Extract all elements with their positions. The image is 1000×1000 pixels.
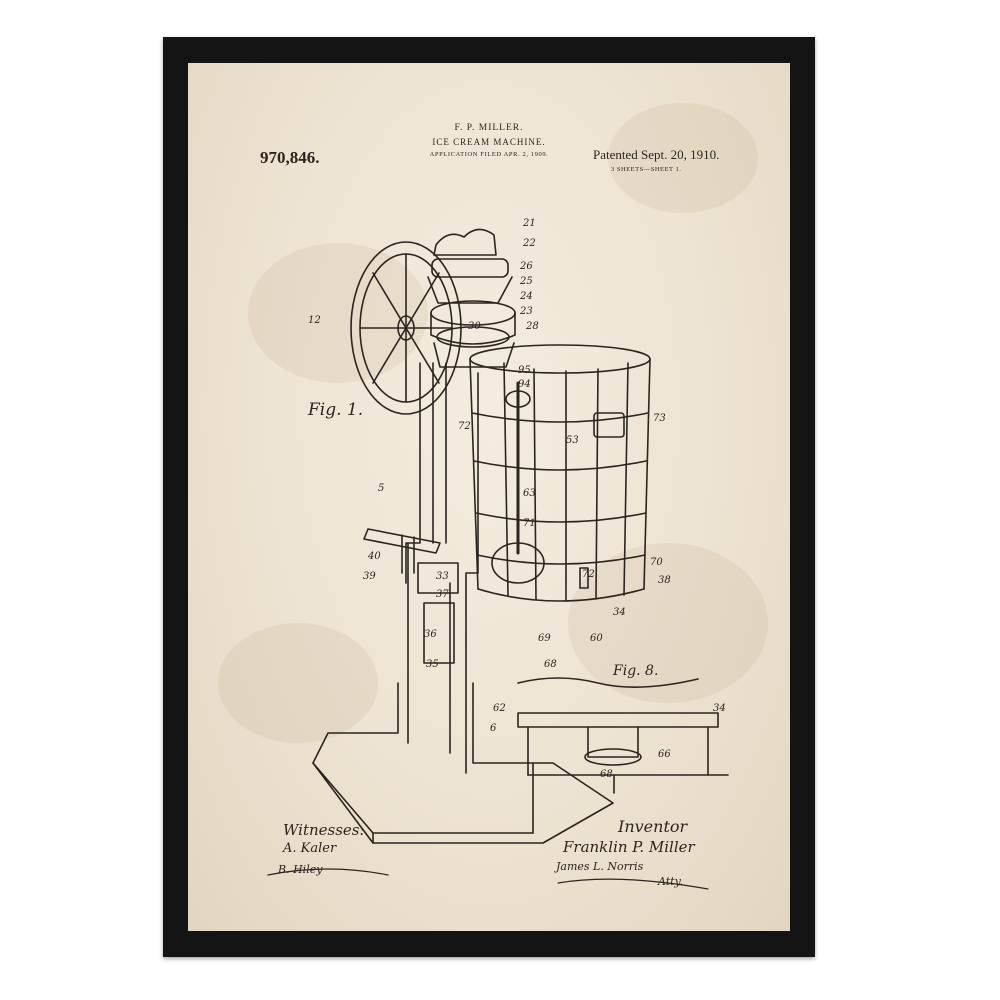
patent-paper: 970,846. F. P. MILLER. ICE CREAM MACHINE… [188, 63, 790, 931]
ref-numeral: 25 [520, 276, 533, 287]
ref-numeral: 62 [493, 703, 506, 714]
ref-numeral: 66 [658, 749, 671, 760]
ref-numeral: 39 [363, 571, 376, 582]
ref-numeral: 95 [518, 365, 531, 376]
attorney-suffix: Atty. [658, 875, 683, 888]
ref-numeral: 12 [308, 315, 321, 326]
inventor-label: Inventor [618, 817, 688, 836]
ref-numeral: 30 [468, 321, 481, 332]
patent-number: 970,846. [260, 148, 320, 167]
figure-8-label: Fig. 8. [613, 663, 659, 679]
machine-base [312, 682, 614, 844]
figure-8-detail [517, 677, 729, 794]
ref-numeral: 22 [523, 238, 536, 249]
ref-numeral: 21 [523, 218, 536, 229]
ref-numeral: 6 [490, 723, 497, 734]
ref-numeral: 5 [378, 483, 385, 494]
ref-numeral: 34 [713, 703, 726, 714]
ref-numeral: 40 [368, 551, 381, 562]
ref-numeral: 68 [544, 659, 557, 670]
witness-signature-2: B. Hiley [278, 863, 323, 876]
figure-1-label: Fig. 1. [308, 400, 364, 420]
application-filed: APPLICATION FILED APR. 2, 1909. [429, 151, 549, 158]
crank-handle [363, 528, 441, 574]
ref-numeral: 72 [458, 421, 471, 432]
ref-numeral: 28 [526, 321, 539, 332]
patented-date: Patented Sept. 20, 1910. [593, 147, 720, 162]
ref-numeral: 33 [436, 571, 449, 582]
sheet-count: 3 SHEETS—SHEET 1. [611, 166, 682, 173]
ref-numeral: 60 [590, 633, 603, 644]
ref-numeral: 73 [653, 413, 666, 424]
ref-numeral: 70 [650, 557, 663, 568]
freezer-tub [469, 344, 651, 602]
ref-numeral: 71 [523, 518, 536, 529]
ref-numeral: 35 [426, 659, 439, 670]
inventor-heading: F. P. MILLER. [454, 123, 524, 133]
ref-numeral: 36 [424, 629, 437, 640]
ref-numeral: 69 [538, 633, 551, 644]
inventor-signature: Franklin P. Miller [563, 838, 695, 856]
ref-numeral: 26 [520, 261, 533, 272]
ref-numeral: 63 [523, 488, 536, 499]
ref-numeral: 37 [436, 589, 449, 600]
ref-numeral: 72 [582, 569, 595, 580]
witnesses-label: Witnesses: [283, 821, 365, 839]
drive-wheel [350, 241, 462, 415]
invention-title: ICE CREAM MACHINE. [432, 137, 546, 147]
picture-frame: 970,846. F. P. MILLER. ICE CREAM MACHINE… [163, 37, 815, 957]
ref-numeral: 53 [566, 435, 579, 446]
ice-cream-machine-drawing [267, 228, 729, 890]
ref-numeral: 38 [658, 575, 671, 586]
ref-numeral: 23 [520, 306, 533, 317]
ref-numeral: 34 [613, 607, 626, 618]
ref-numeral: 68 [600, 769, 613, 780]
ref-numeral: 24 [520, 291, 533, 302]
column [405, 362, 479, 774]
gear-housing [427, 228, 516, 368]
ref-numeral: 94 [518, 379, 531, 390]
witness-signature-1: A. Kaler [283, 841, 337, 856]
attorney-signature: James L. Norris [556, 860, 644, 873]
